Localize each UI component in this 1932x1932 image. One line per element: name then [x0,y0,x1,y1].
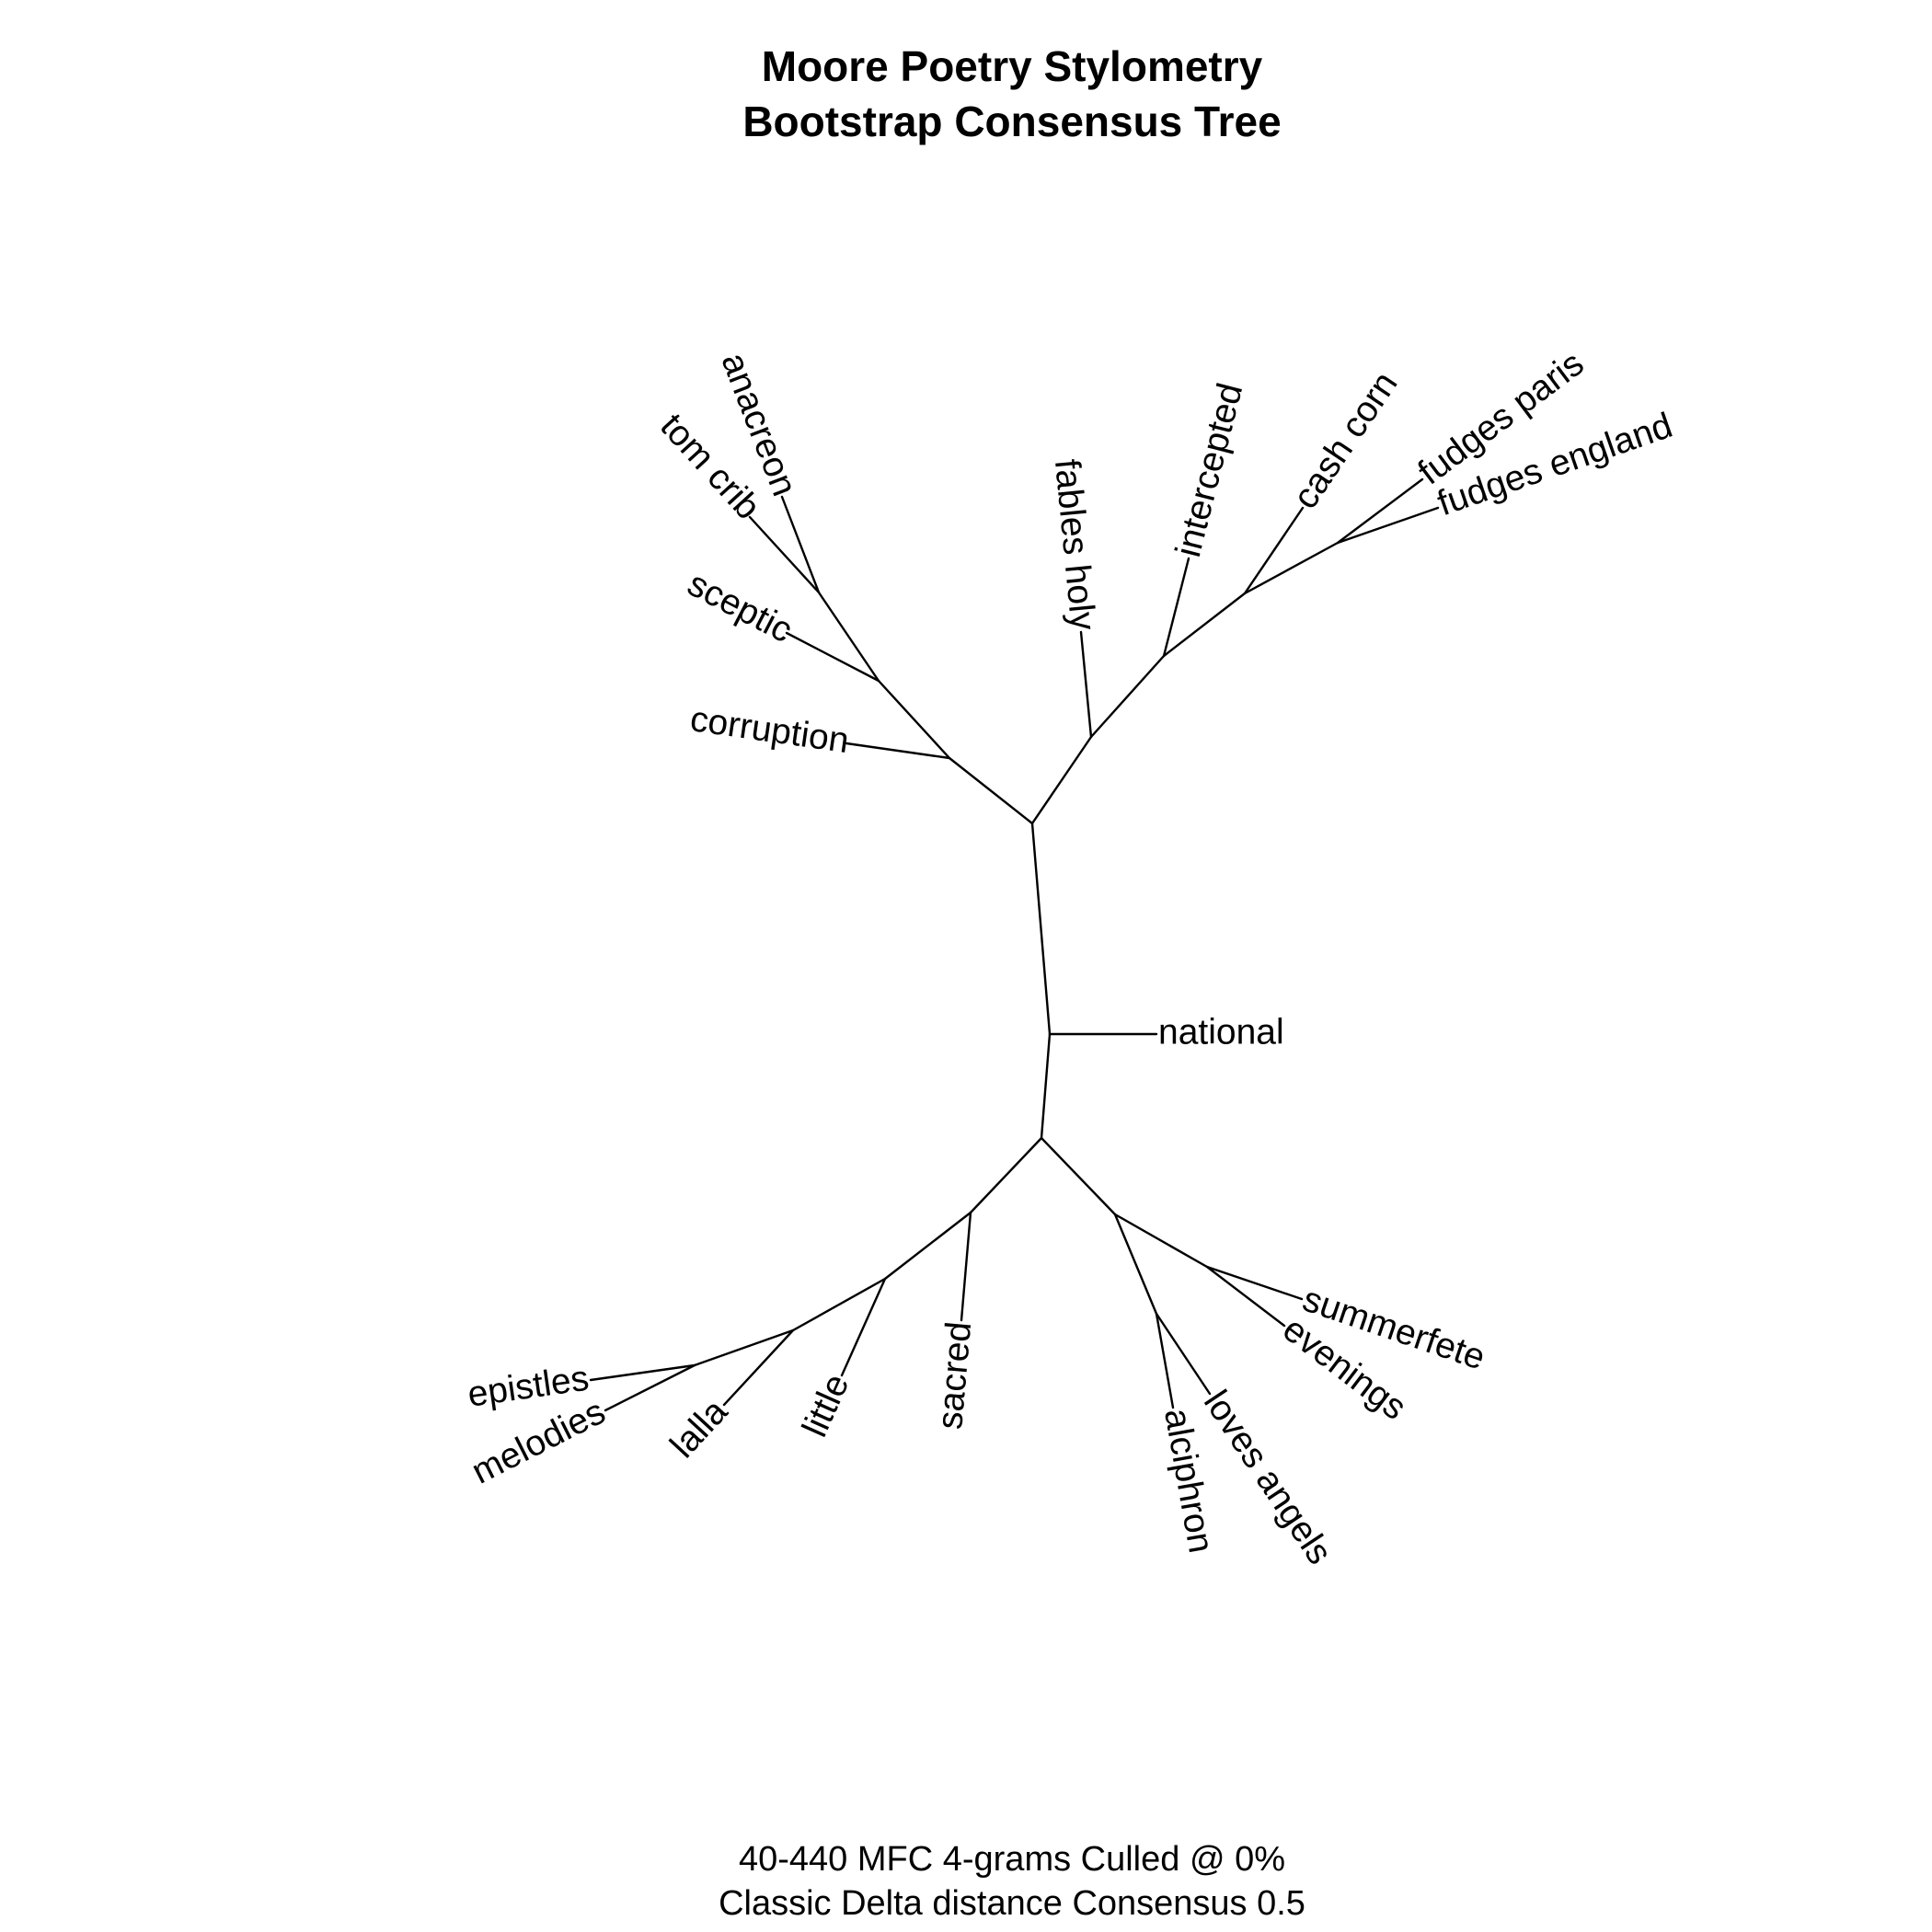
branch-upper-left-clade [948,756,1034,825]
branch-lower-left-clade [969,1136,1043,1214]
branch-cash-corn-clade [1162,592,1247,658]
branch-alciphron [1155,1312,1175,1409]
branch-loves-alciphron-clade [1113,1213,1158,1316]
branch-sceptic-clade [877,679,951,760]
branch-melodies [604,1363,696,1412]
branch-trunk-lower [1040,1032,1052,1140]
branch-lalla-clade [791,1277,887,1332]
caption-line-1: 40-440 MFC 4-grams Culled @ 0% [739,1840,1285,1879]
caption-line-2: Classic Delta distance Consensus 0.5 [719,1884,1305,1923]
branch-fables-holy [1079,630,1093,739]
branch-lalla [722,1328,795,1407]
branch-tom-crib [748,515,821,594]
branch-lower-right-clade [1040,1136,1117,1216]
branch-fudges-england [1336,506,1440,545]
branch-anacreon [780,495,821,594]
branch-sacred [960,1211,972,1322]
branch-epistles-melodies-clade [693,1328,795,1367]
branch-loves-angels [1155,1312,1212,1396]
branch-upper-right-clade [1030,735,1093,825]
branch-cash-corn [1243,506,1305,595]
leaf-label-national: national [1158,1012,1284,1052]
title-line-2: Bootstrap Consensus Tree [742,98,1281,145]
branch-evenings [1205,1265,1286,1328]
branch-intercepted [1162,557,1190,658]
branch-summerfete [1205,1265,1304,1301]
branch-corruption [845,742,951,760]
branch-epistles [589,1363,696,1382]
branch-little-clade [883,1211,972,1281]
leaf-label-sacred: sacred [930,1320,979,1431]
branch-fudges-clade [1243,541,1340,595]
branch-fudges-paris [1336,477,1424,545]
branch-summerfete-evenings-clade [1113,1213,1209,1269]
branch-sceptic [785,631,880,683]
branch-trunk-upper [1030,822,1052,1036]
branch-intercepted-clade [1089,654,1166,739]
title-line-1: Moore Poetry Stylometry [762,42,1263,90]
branch-little [840,1277,887,1377]
branch-anacreon-tomcrib-clade [817,591,880,683]
tree-branches [589,477,1440,1412]
